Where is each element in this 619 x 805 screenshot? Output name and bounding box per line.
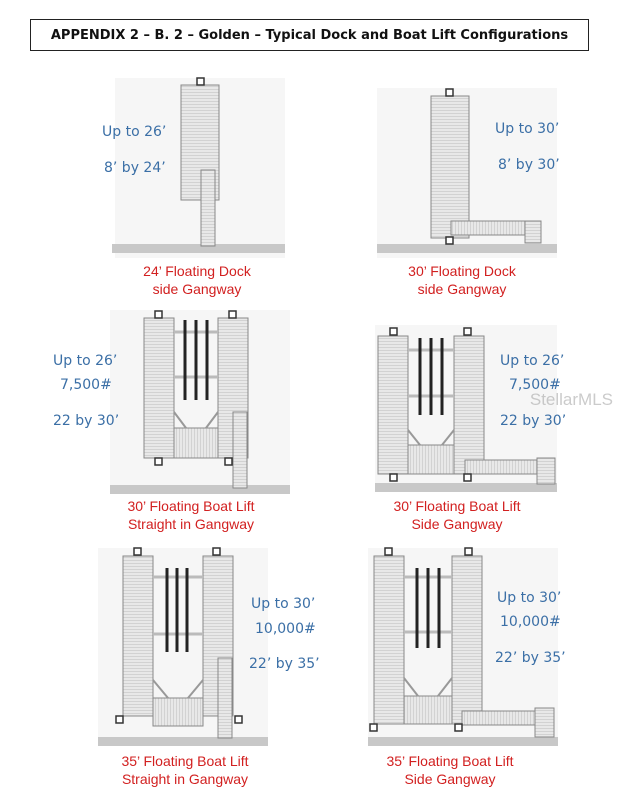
lift-35-side-spec-length: Up to 30’ — [497, 590, 562, 606]
lift-30-side-spec-length: Up to 26’ — [500, 353, 565, 369]
dock-30-caption: 30’ Floating Dock side Gangway — [377, 262, 547, 298]
gangway — [461, 710, 543, 726]
shoreline — [368, 737, 558, 746]
shoreline — [375, 483, 557, 492]
lift-35-side-caption: 35’ Floating Boat Lift Side Gangway — [365, 752, 535, 788]
lift-30-straight-spec-weight: 7,500# — [60, 377, 112, 393]
lift-30-straight-spec-length: Up to 26’ — [53, 353, 118, 369]
watermark: StellarMLS — [529, 390, 613, 409]
gangway — [232, 411, 248, 489]
dock-30-spec-size: 8’ by 30’ — [498, 157, 560, 173]
lift-30-straight-diagram — [110, 310, 290, 494]
shoreline — [377, 244, 557, 253]
lift-30-straight-spec-size: 22 by 30’ — [53, 413, 120, 429]
caption-line-2: Straight in Gangway — [127, 516, 255, 532]
gangway — [200, 169, 216, 247]
caption-line-1: 30’ Floating Boat Lift — [127, 498, 255, 514]
lift-35-side-spec-size: 22’ by 35’ — [495, 650, 566, 666]
dock-30-diagram — [377, 88, 557, 258]
lift-35-straight-caption: 35’ Floating Boat Lift Straight in Gangw… — [100, 752, 270, 788]
caption-line-1: 35’ Floating Boat Lift — [121, 753, 249, 769]
caption-line-2: Side Gangway — [411, 516, 503, 532]
dock-24-spec-size: 8’ by 24’ — [104, 160, 166, 176]
caption-line-2: Side Gangway — [404, 771, 496, 787]
lift-30-side-spec-size: 22 by 30’ — [500, 413, 567, 429]
lift-35-straight-spec-weight: 10,000# — [255, 621, 316, 637]
lift-30-side-diagram — [375, 325, 557, 492]
lift-35-side-spec-weight: 10,000# — [500, 614, 561, 630]
caption-line-2: Straight in Gangway — [121, 771, 249, 787]
gangway — [464, 459, 546, 475]
lift-30-side-spec-weight: 7,500# — [509, 377, 561, 393]
caption-line-1: 24’ Floating Dock — [143, 263, 251, 279]
gangway — [217, 657, 233, 739]
lift-35-straight-spec-length: Up to 30’ — [251, 596, 316, 612]
page-title: APPENDIX 2 – B. 2 – Golden – Typical Doc… — [30, 19, 589, 51]
caption-line-1: 30’ Floating Dock — [408, 263, 516, 279]
shoreline — [112, 244, 285, 253]
lift-35-side-diagram — [368, 547, 558, 746]
dock-24-caption: 24’ Floating Dock side Gangway — [112, 262, 282, 298]
lift-35-straight-spec-size: 22’ by 35’ — [249, 656, 320, 672]
dock-24-spec-length: Up to 26’ — [102, 124, 167, 140]
caption-line-1: 35’ Floating Boat Lift — [386, 753, 514, 769]
shoreline — [110, 485, 290, 494]
shoreline — [98, 737, 268, 746]
caption-line-2: side Gangway — [417, 281, 507, 297]
lift-30-side-caption: 30’ Floating Boat Lift Side Gangway — [372, 497, 542, 533]
lift-35-straight-diagram — [98, 547, 268, 746]
caption-line-2: side Gangway — [152, 281, 242, 297]
caption-line-1: 30’ Floating Boat Lift — [393, 498, 521, 514]
dock-24-diagram — [112, 77, 285, 258]
lift-30-straight-caption: 30’ Floating Boat Lift Straight in Gangw… — [106, 497, 276, 533]
dock-30-spec-length: Up to 30’ — [495, 121, 560, 137]
